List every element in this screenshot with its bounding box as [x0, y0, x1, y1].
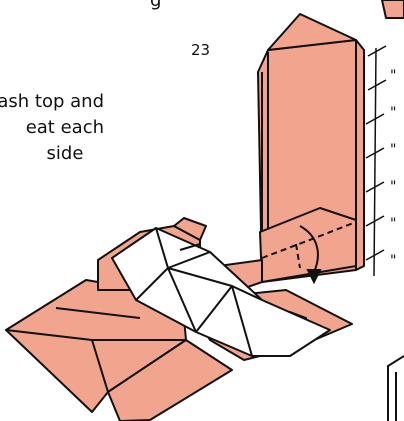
- tall-column-side: [355, 39, 365, 271]
- tick-label: ": [390, 216, 396, 232]
- fold-guide-line: [295, 243, 301, 269]
- tick-label: ": [390, 105, 396, 121]
- back-block-top: [173, 217, 207, 241]
- next-step-fragment: [387, 355, 404, 421]
- tick-label: ": [390, 179, 396, 195]
- instruction-line-2: eat each: [25, 117, 104, 138]
- base-flap-front: [107, 339, 233, 421]
- tick-label: ": [390, 142, 396, 158]
- tall-column-top: [267, 13, 357, 51]
- top-text-fragment: g: [150, 0, 162, 11]
- instruction-line-3: side: [46, 143, 84, 164]
- measurement-ticks: [365, 45, 387, 277]
- fold-arrow: [299, 225, 322, 285]
- instruction-text: ash top and eat each side: [0, 89, 104, 167]
- instruction-line-1: ash top and: [0, 91, 104, 112]
- tick-label: ": [390, 253, 396, 269]
- corner-fragment: [381, 0, 404, 19]
- valley-fold-line: [261, 221, 357, 259]
- tick-label: ": [390, 68, 396, 84]
- tick-labels: " " " " " ": [390, 68, 396, 269]
- step-number: 23: [191, 41, 211, 59]
